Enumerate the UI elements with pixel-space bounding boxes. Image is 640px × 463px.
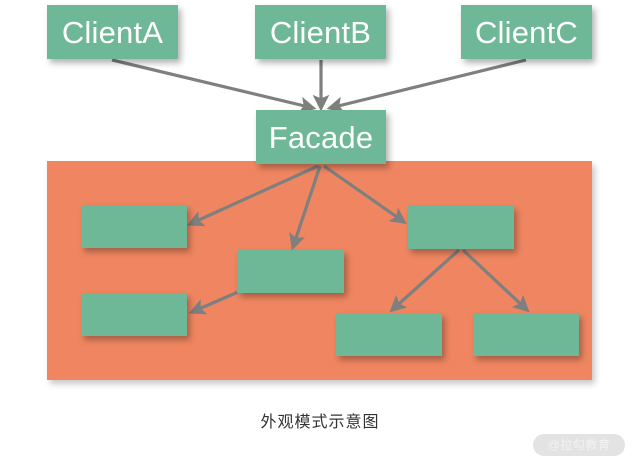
node-facade[interactable]: Facade <box>256 110 386 164</box>
node-subsystem-3[interactable] <box>408 206 514 249</box>
node-client-a[interactable]: ClientA <box>47 5 178 59</box>
node-label: ClientC <box>474 14 579 50</box>
node-subsystem-6[interactable] <box>473 313 579 356</box>
node-client-c[interactable]: ClientC <box>461 5 592 59</box>
node-subsystem-1[interactable] <box>81 205 187 248</box>
edge-client-c-to-facade <box>326 58 527 113</box>
node-subsystem-5[interactable] <box>336 313 442 356</box>
node-subsystem-2[interactable] <box>237 250 344 293</box>
edge-client-a-to-facade <box>111 58 317 114</box>
node-label: Facade <box>268 119 374 155</box>
node-label: ClientA <box>61 14 164 50</box>
node-subsystem-4[interactable] <box>81 293 187 336</box>
node-label: ClientB <box>269 14 372 50</box>
diagram-caption: 外观模式示意图 <box>260 414 380 431</box>
watermark: @拉勾教育 <box>533 434 625 456</box>
node-client-b[interactable]: ClientB <box>255 5 386 59</box>
